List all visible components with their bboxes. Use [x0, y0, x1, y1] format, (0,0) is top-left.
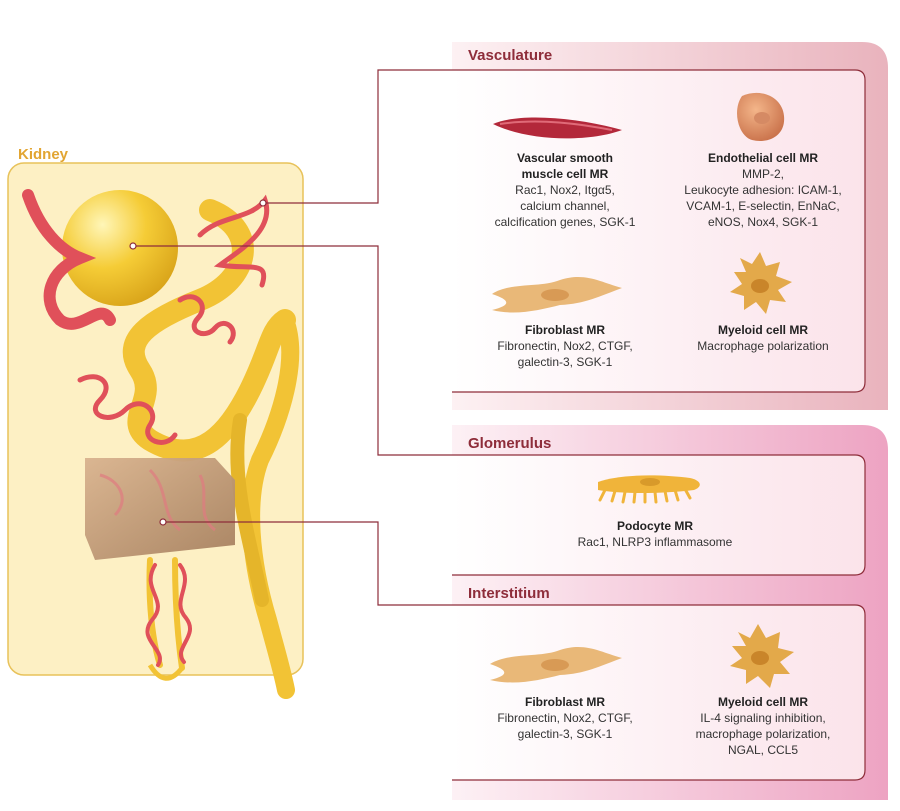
desc-line: macrophage polarization,	[695, 727, 831, 741]
desc-line: Macrophage polarization	[697, 339, 829, 353]
connector-vasculature	[263, 69, 452, 204]
connector-dots	[129, 199, 267, 526]
myeloid-cell-icon-vasculature	[730, 252, 792, 314]
nephron-illustration	[22, 189, 300, 699]
connector-dot-glomerulus	[129, 242, 137, 250]
desc-line: Rac1, Nox2, Itgα5,	[515, 183, 615, 197]
cell-description: Macrophage polarization	[668, 338, 858, 354]
connector-interstitium	[163, 521, 452, 606]
desc-line: calcium channel,	[520, 199, 610, 213]
cell-myeloid-vasculature: Myeloid cell MR Macrophage polarization	[668, 322, 858, 354]
connector-lines	[133, 69, 452, 606]
desc-line: calcification genes, SGK-1	[494, 215, 636, 229]
fibroblast-icon-vasculature	[492, 277, 622, 313]
desc-line: IL-4 signaling inhibition,	[700, 711, 826, 725]
desc-line: eNOS, Nox4, SGK-1	[707, 215, 819, 229]
kidney-title: Kidney	[18, 146, 69, 163]
cell-fibroblast-vasculature: Fibroblast MR Fibronectin, Nox2, CTGF, g…	[470, 322, 660, 370]
cell-name-line: Fibroblast MR	[525, 695, 605, 709]
myeloid-cell-icon-interstitium	[730, 624, 794, 688]
vasculature-title: Vasculature	[468, 47, 553, 64]
cell-description: Fibronectin, Nox2, CTGF, galectin-3, SGK…	[470, 338, 660, 370]
glomerulus-interstitium-panel	[452, 425, 888, 800]
cell-name: Fibroblast MR	[470, 694, 660, 710]
cell-name: Podocyte MR	[550, 518, 760, 534]
connector-dot-vasculature	[259, 199, 267, 207]
desc-line: Fibronectin, Nox2, CTGF,	[497, 339, 633, 353]
cell-description: Rac1, NLRP3 inflammasome	[550, 534, 760, 550]
cell-description: Rac1, Nox2, Itgα5, calcium channel, calc…	[470, 182, 660, 230]
desc-line: Rac1, NLRP3 inflammasome	[577, 535, 733, 549]
cell-fibroblast-interstitium: Fibroblast MR Fibronectin, Nox2, CTGF, g…	[470, 694, 660, 742]
desc-line: MMP-2,	[742, 167, 784, 181]
cell-podocyte: Podocyte MR Rac1, NLRP3 inflammasome	[550, 518, 760, 550]
cell-myeloid-interstitium: Myeloid cell MR IL-4 signaling inhibitio…	[668, 694, 858, 758]
desc-line: galectin-3, SGK-1	[517, 727, 613, 741]
desc-line: Leukocyte adhesion: ICAM-1,	[684, 183, 842, 197]
connector-dot-interstitium	[159, 518, 167, 526]
cell-name: Endothelial cell MR	[668, 150, 858, 166]
cell-name-line: Myeloid cell MR	[717, 695, 809, 709]
smooth-muscle-cell-icon	[493, 117, 622, 139]
cell-name-line: Vascular smooth	[516, 151, 614, 165]
cell-description: Fibronectin, Nox2, CTGF, galectin-3, SGK…	[470, 710, 660, 742]
cell-endothelial: Endothelial cell MR MMP-2, Leukocyte adh…	[668, 150, 858, 230]
cell-description: MMP-2, Leukocyte adhesion: ICAM-1, VCAM-…	[668, 166, 858, 230]
podocyte-icon	[598, 475, 700, 504]
cell-name-line: Myeloid cell MR	[717, 323, 809, 337]
fibroblast-icon-interstitium	[490, 647, 622, 683]
connector-glomerulus	[133, 245, 452, 456]
glomerulus-title: Glomerulus	[468, 435, 552, 452]
cell-vascular-smooth-muscle: Vascular smooth muscle cell MR Rac1, Nox…	[470, 150, 660, 230]
cell-description: IL-4 signaling inhibition, macrophage po…	[668, 710, 858, 758]
endothelial-cell-icon	[737, 92, 785, 141]
cell-name: Myeloid cell MR	[668, 322, 858, 338]
cell-name-line: muscle cell MR	[521, 167, 609, 181]
desc-line: VCAM-1, E-selectin, EnNaC,	[686, 199, 840, 213]
desc-line: galectin-3, SGK-1	[517, 355, 613, 369]
cell-name: Fibroblast MR	[470, 322, 660, 338]
cell-name-line: Fibroblast MR	[525, 323, 605, 337]
cell-name-line: Endothelial cell MR	[707, 151, 818, 165]
desc-line: NGAL, CCL5	[727, 743, 799, 757]
cell-name: Myeloid cell MR	[668, 694, 858, 710]
cell-name: Vascular smooth muscle cell MR	[470, 150, 660, 182]
desc-line: Fibronectin, Nox2, CTGF,	[497, 711, 633, 725]
cell-name-line: Podocyte MR	[616, 519, 693, 533]
interstitium-title: Interstitium	[468, 585, 550, 602]
